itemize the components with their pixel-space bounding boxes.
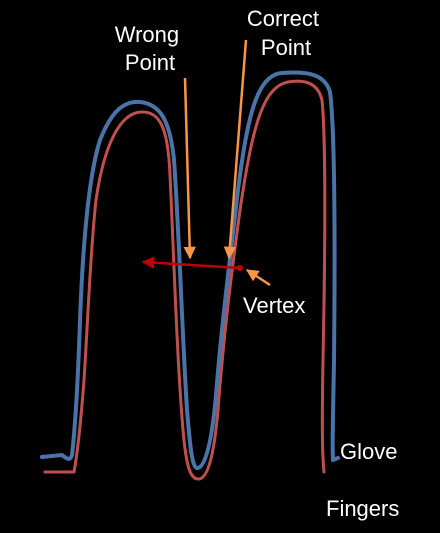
correct-point-arrow (223, 39, 248, 260)
fingers-label: Fingers (326, 496, 399, 521)
wrong-point-label-line2: Point (125, 50, 175, 75)
wrong-point-label: Wrong Point (115, 22, 186, 75)
vertex-point (237, 265, 243, 271)
glove-curve (40, 70, 340, 470)
vertex-line (141, 256, 241, 270)
vertex-pointer-arrow (245, 268, 271, 287)
glove-label: Glove (340, 439, 397, 464)
wrong-point-label-line1: Wrong (115, 22, 179, 47)
vertex-label: Vertex (243, 293, 305, 318)
correct-point-label: Correct Point (247, 6, 325, 60)
fingers-curve (43, 79, 327, 481)
correct-point-label-line1: Correct (247, 6, 319, 31)
wrong-point-arrow (183, 77, 196, 260)
correct-point-label-line2: Point (261, 35, 311, 60)
